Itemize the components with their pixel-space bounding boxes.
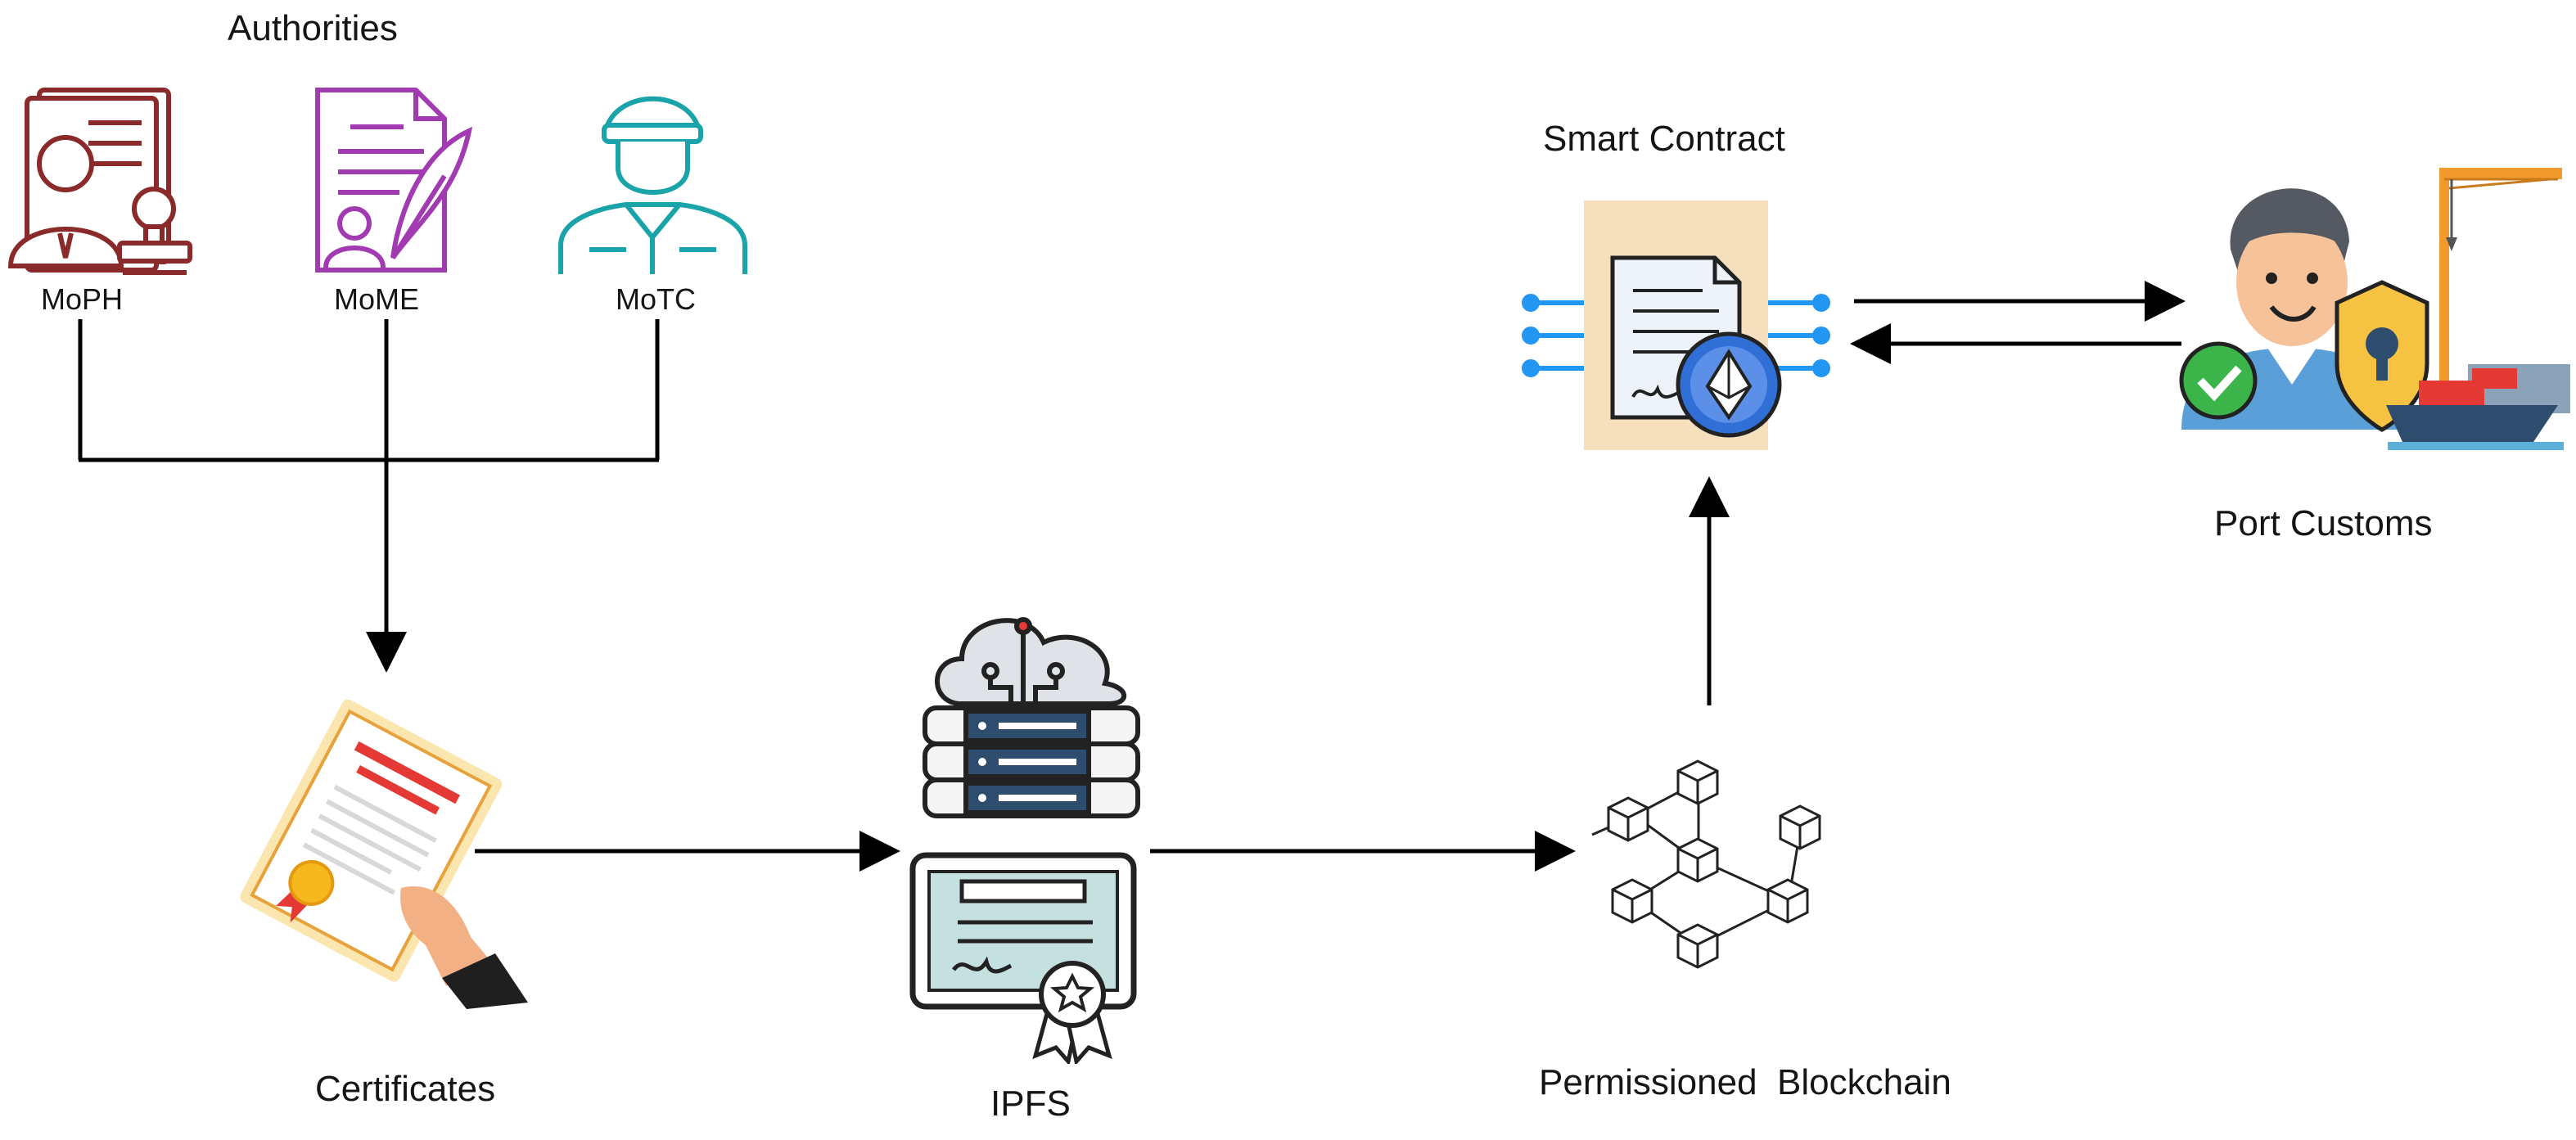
certificates-label: Certificates xyxy=(315,1069,496,1109)
authorities-heading: Authorities xyxy=(228,8,398,48)
signed-document-icon xyxy=(315,88,473,273)
block-node xyxy=(1779,804,1821,850)
block-node xyxy=(1676,837,1719,883)
block-node xyxy=(1607,796,1649,842)
customs-officer-icon xyxy=(2179,168,2570,450)
blockchain-icon xyxy=(1591,759,1821,969)
authority-label-motc: MoTC xyxy=(616,282,696,316)
port-customs-label: Port Customs xyxy=(2214,503,2433,543)
ipfs-certificate-icon xyxy=(909,852,1137,1064)
block-node xyxy=(1676,923,1719,969)
certificate-hand-icon xyxy=(240,700,528,1009)
block-node xyxy=(1676,759,1719,805)
crane-icon xyxy=(2439,168,2562,389)
official-stamp-icon xyxy=(7,88,192,275)
block-node xyxy=(1766,878,1809,924)
officer-icon xyxy=(558,96,747,274)
authority-label-mome: MoME xyxy=(334,282,420,316)
block-node xyxy=(1611,878,1653,924)
cloud-server-icon xyxy=(923,617,1140,818)
authority-label-moph: MoPH xyxy=(41,282,124,316)
smart-contract-label: Smart Contract xyxy=(1543,119,1785,159)
smart-contract-icon xyxy=(1522,201,1830,450)
blockchain-label: Permissioned Blockchain xyxy=(1539,1062,1951,1102)
ipfs-label: IPFS xyxy=(990,1084,1071,1124)
